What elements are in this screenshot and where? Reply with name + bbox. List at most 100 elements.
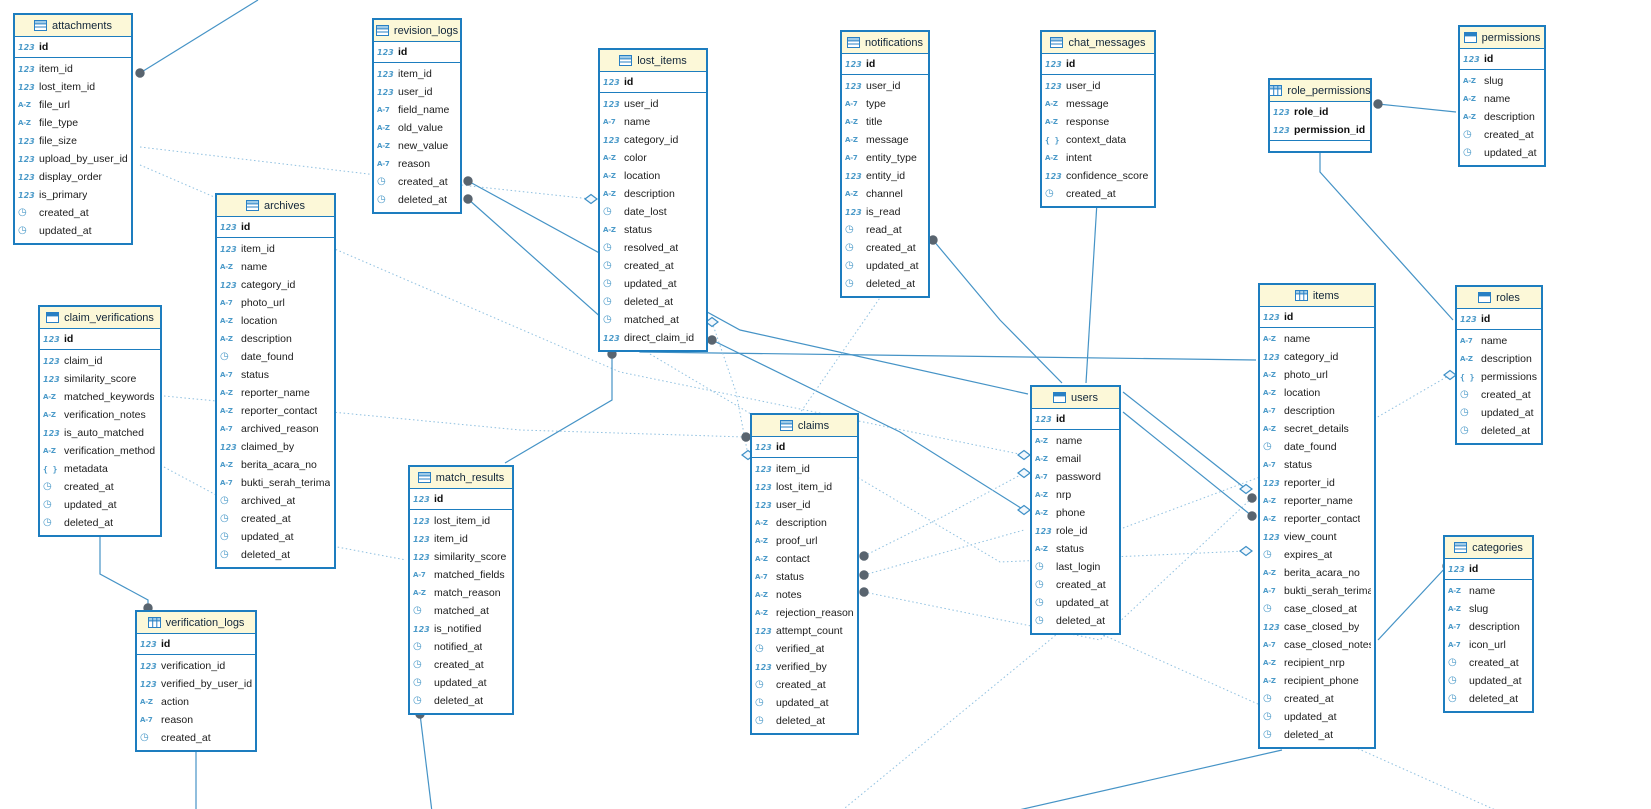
column-row[interactable]: ◷verified_at	[752, 640, 857, 658]
relationship-line[interactable]	[1122, 391, 1247, 490]
column-row[interactable]: ◷deleted_at	[40, 514, 160, 532]
column-row[interactable]: ◷created_at	[1457, 386, 1541, 404]
table-header[interactable]: claim_verifications	[40, 307, 160, 329]
column-row[interactable]: ◷updated_at	[1460, 144, 1544, 162]
column-row[interactable]: ◷created_at	[374, 173, 460, 191]
column-row[interactable]: ◷date_lost	[600, 203, 706, 221]
relationship-line[interactable]	[99, 532, 149, 608]
column-row[interactable]: ◷created_at	[600, 257, 706, 275]
relationship-line[interactable]	[932, 239, 1063, 384]
column-row[interactable]: ◷created_at	[217, 510, 334, 528]
table-header[interactable]: chat_messages	[1042, 32, 1154, 54]
table-header[interactable]: role_permissions	[1269, 80, 1371, 102]
column-row[interactable]: ◷created_at	[137, 729, 255, 747]
column-row[interactable]: ◷created_at	[1460, 126, 1544, 144]
relationship-line[interactable]	[711, 321, 749, 456]
column-row[interactable]: ◷created_at	[1032, 576, 1119, 594]
column-row[interactable]: { }context_data	[1042, 131, 1154, 149]
relationship-line[interactable]	[1091, 629, 1500, 809]
column-row[interactable]: ◷updated_at	[752, 694, 857, 712]
relationship-line[interactable]	[467, 198, 1257, 361]
table-header[interactable]: items	[1260, 285, 1374, 307]
relationship-line[interactable]	[1085, 201, 1098, 384]
table-header[interactable]: attachments	[15, 15, 131, 37]
relationship-line[interactable]	[139, 0, 259, 74]
relationship-line[interactable]	[863, 472, 1025, 557]
table-header[interactable]: claims	[752, 415, 857, 437]
relationship-line[interactable]	[649, 353, 1247, 563]
table-header[interactable]: notifications	[842, 32, 928, 54]
column-row[interactable]: ◷resolved_at	[600, 239, 706, 257]
column-row[interactable]: ◷created_at	[842, 239, 928, 257]
column-row[interactable]: ◷matched_at	[410, 602, 512, 620]
column-row[interactable]: ◷updated_at	[1260, 708, 1374, 726]
column-row[interactable]: ◷case_closed_at	[1260, 600, 1374, 618]
column-row[interactable]: ◷updated_at	[842, 257, 928, 275]
column-row[interactable]: ◷deleted_at	[752, 712, 857, 730]
column-row[interactable]: ◷read_at	[842, 221, 928, 239]
column-row[interactable]: ◷deleted_at	[1445, 690, 1532, 708]
column-row[interactable]: ◷deleted_at	[1457, 422, 1541, 440]
